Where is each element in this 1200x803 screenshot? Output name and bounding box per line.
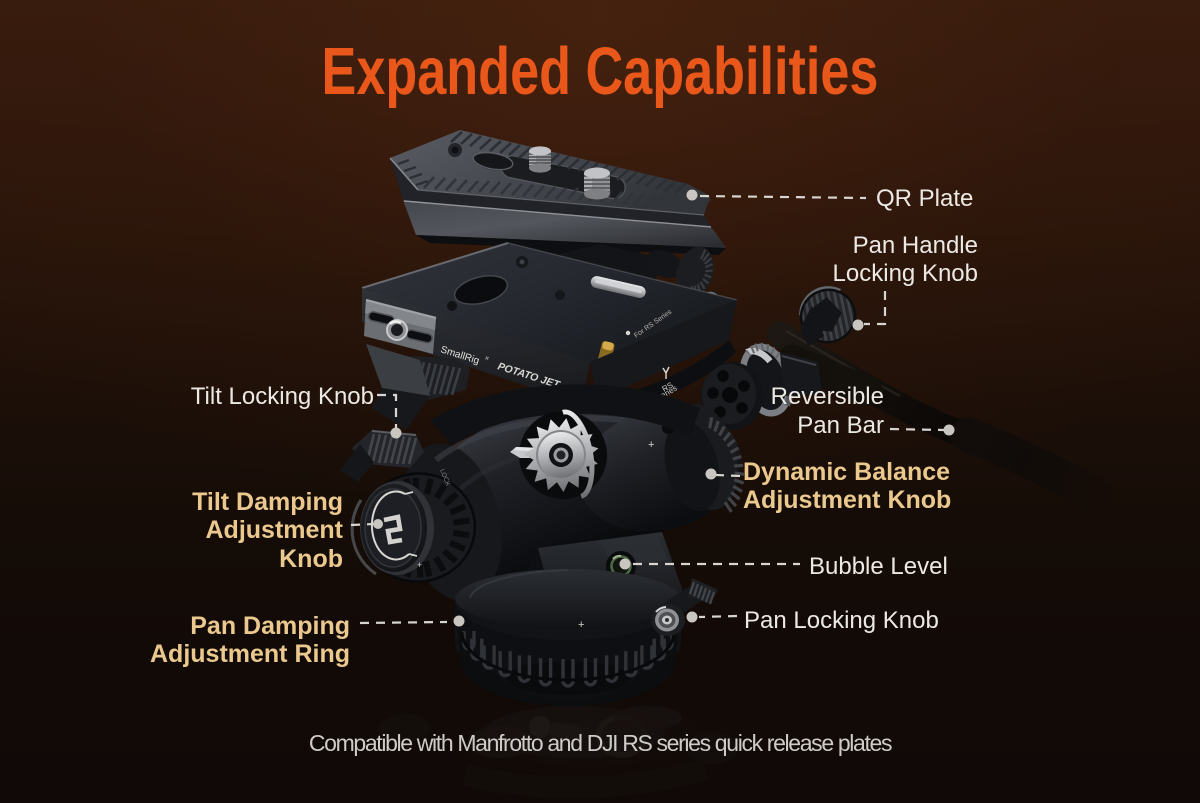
svg-text:×: × (483, 353, 490, 363)
svg-text:+: + (578, 619, 584, 631)
svg-text:+: + (648, 439, 654, 451)
svg-text:+: + (417, 560, 422, 570)
